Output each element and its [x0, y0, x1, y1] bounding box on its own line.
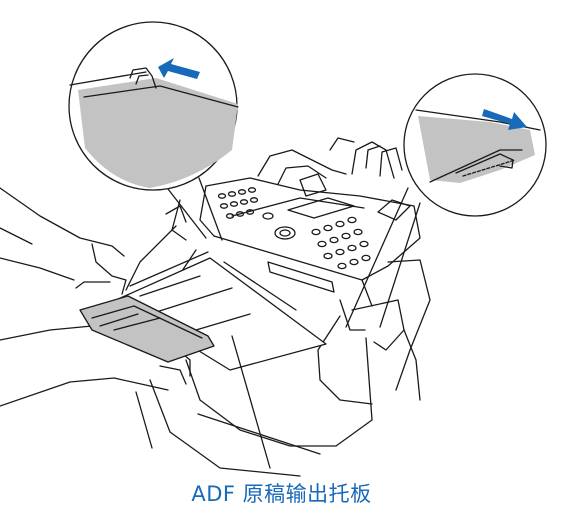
keypad [217, 187, 371, 270]
leader-line [231, 335, 271, 469]
right-zoom-circle [345, 73, 547, 328]
left-hand [0, 187, 191, 407]
figure-caption: ADF 原稿输出托板 [191, 482, 372, 506]
document-in-hand [79, 295, 215, 363]
arrow-left-icon [158, 58, 200, 79]
left-zoom-circle [68, 21, 239, 241]
arrow-right-icon [482, 109, 527, 130]
lcd-display [287, 197, 355, 219]
fax-machine [125, 137, 431, 477]
